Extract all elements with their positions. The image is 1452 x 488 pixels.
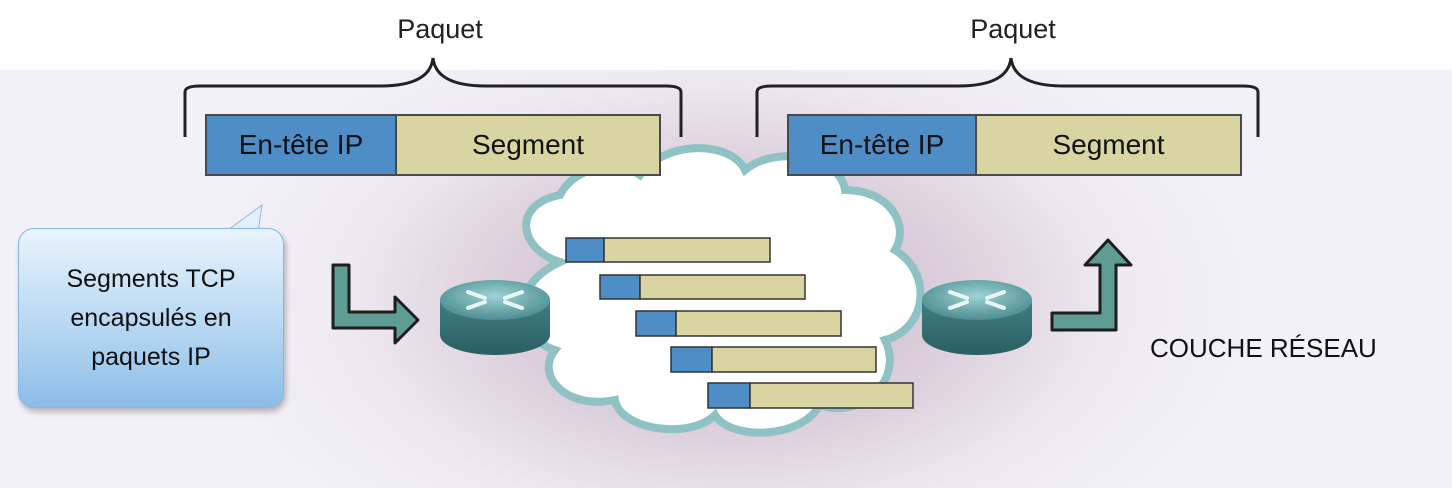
callout-line-1: Segments TCP — [66, 264, 236, 293]
segment-left: Segment — [397, 116, 659, 174]
packet-brace-right — [755, 57, 1260, 137]
segment-right: Segment — [977, 116, 1240, 174]
router-icon-left — [440, 280, 550, 355]
bent-arrow-right-icon — [331, 263, 420, 345]
packet-title-left: Paquet — [397, 14, 483, 44]
callout-bubble: Segments TCP encapsulés en paquets IP — [18, 228, 284, 408]
callout-line-2: encapsulés en — [70, 303, 232, 332]
packet-title-right: Paquet — [970, 14, 1056, 44]
network-layer-label: COUCHE RÉSEAU — [1150, 333, 1377, 363]
small-packet-2 — [599, 274, 806, 300]
ip-header-right: En-tête IP — [789, 116, 977, 174]
small-packet-1 — [565, 237, 771, 263]
packet-brace-left — [183, 57, 683, 137]
small-packet-4 — [670, 346, 877, 373]
callout-text: Segments TCP encapsulés en paquets IP — [31, 260, 271, 377]
packet-right: En-tête IP Segment — [787, 114, 1242, 176]
small-packet-5 — [707, 382, 914, 409]
router-icon-right — [922, 280, 1032, 355]
packet-left: En-tête IP Segment — [205, 114, 661, 176]
small-packet-3 — [635, 310, 842, 337]
callout-line-3: paquets IP — [91, 342, 211, 371]
ip-header-left: En-tête IP — [207, 116, 397, 174]
bent-arrow-up-icon — [1050, 238, 1133, 332]
